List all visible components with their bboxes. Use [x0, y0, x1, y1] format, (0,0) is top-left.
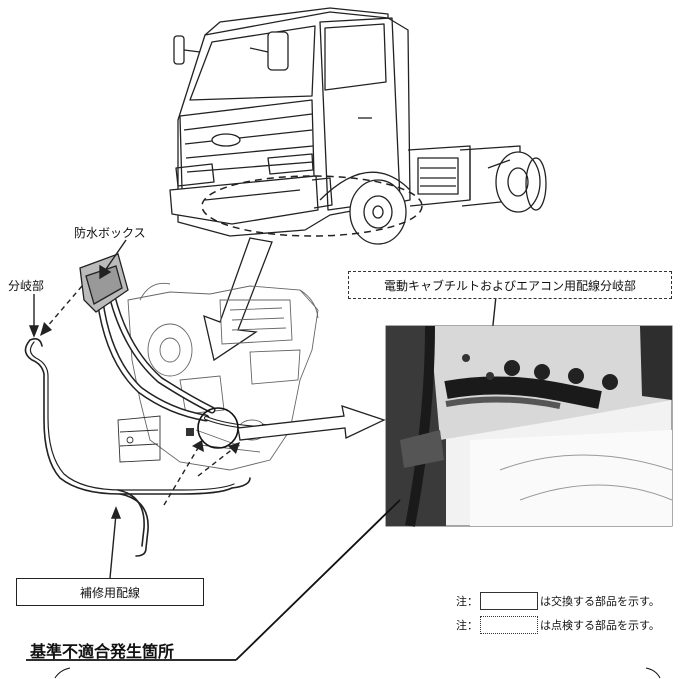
nonconformity-title: 基準不適合発生箇所: [30, 642, 175, 661]
photo-detail: [385, 325, 673, 527]
waterproof-box-part: [79, 253, 129, 313]
note-inspect: 注： は点検する部品を示す。: [456, 616, 660, 634]
engine-illustration: [117, 282, 319, 471]
branch-circle: [197, 407, 239, 449]
dashed-arrow-heads: [40, 322, 240, 454]
harness-cable: [96, 292, 262, 430]
note-inspect-text: は点検する部品を示す。: [540, 619, 660, 632]
repair-wiring-drawing: [24, 338, 251, 557]
harness-branch-label: 電動キャブチルトおよびエアコン用配線分岐部: [348, 271, 672, 299]
location-dashed-ellipse: [201, 175, 423, 237]
note-replace: 注： は交換する部品を示す。: [456, 592, 660, 610]
note-replace-text: は交換する部品を示す。: [540, 595, 660, 608]
repair-wiring-label: 補修用配線: [16, 578, 204, 606]
callout-line: [235, 499, 401, 661]
zoom-arrow-right: [237, 405, 386, 441]
note-prefix: 注：: [456, 595, 478, 608]
truck-illustration: [169, 7, 547, 245]
note-prefix: 注：: [456, 619, 478, 632]
dashed-arrows: [45, 285, 235, 506]
dotted-box-legend: [480, 616, 538, 634]
branch-label: 分岐部: [8, 279, 45, 293]
solid-box-legend: [480, 592, 538, 610]
waterproof-box-label: 防水ボックス: [74, 226, 146, 240]
